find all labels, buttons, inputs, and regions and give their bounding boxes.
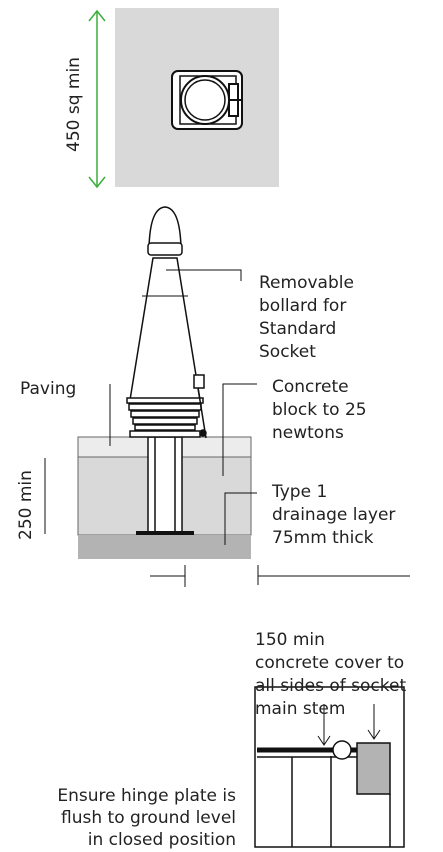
- drainage-label-line-2: drainage layer: [272, 505, 396, 525]
- cover-label-line-3: all sides of socket: [255, 676, 407, 696]
- concrete-label-line-3: newtons: [272, 423, 344, 443]
- bollard-label-line-1: Removable: [259, 273, 354, 293]
- bollard-label-line-2: bollard for: [259, 296, 347, 316]
- plan-dimension-arrow: [88, 9, 106, 189]
- plan-socket: [171, 70, 243, 130]
- leader-lines: [109, 269, 257, 545]
- hinge-detail: [254, 686, 405, 848]
- plan-dimension-label: 450 sq min: [64, 57, 84, 152]
- hinge-note-line-1: Ensure hinge plate is: [57, 786, 236, 806]
- bollard-label-line-4: Socket: [259, 342, 316, 362]
- socket-stem: [136, 436, 194, 535]
- drainage-label-line-3: 75mm thick: [272, 528, 374, 548]
- paving-label: Paving: [20, 379, 77, 399]
- hinge-note-line-2: flush to ground level: [61, 808, 236, 828]
- depth-label: 250 min: [16, 470, 36, 540]
- cover-label-line-2: concrete cover to: [255, 653, 405, 673]
- drainage-label-line-1: Type 1: [272, 482, 328, 502]
- concrete-label-line-1: Concrete: [272, 377, 349, 397]
- hinge-note-line-3: in closed position: [87, 830, 236, 850]
- drainage-layer: [78, 535, 251, 559]
- cover-label-line-1: 150 min: [255, 630, 325, 650]
- bollard: [126, 206, 207, 439]
- concrete-label-line-2: block to 25: [272, 400, 367, 420]
- bollard-label-line-3: Standard: [259, 319, 337, 339]
- cover-label-line-4: main stem: [255, 699, 346, 719]
- cover-dimension: [150, 565, 410, 587]
